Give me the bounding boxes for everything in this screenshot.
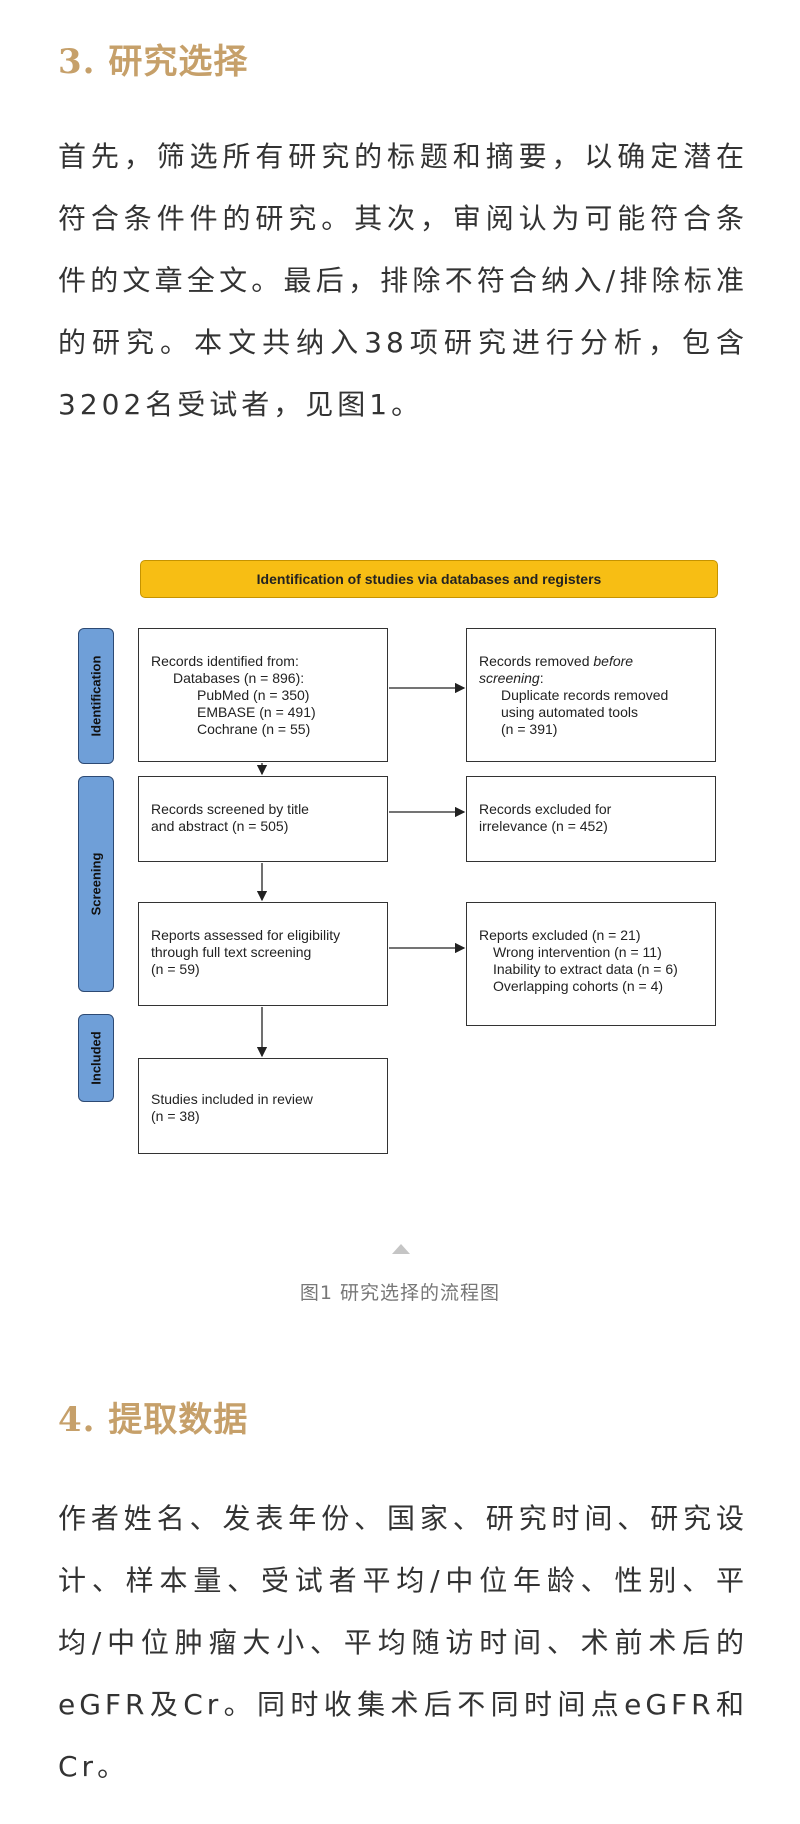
records-identified-line-3: PubMed (n = 350): [197, 687, 310, 703]
prisma-flowchart: Identification of studies via databases …: [0, 548, 800, 1188]
records-excluded-line-1: Records excluded for: [479, 801, 612, 817]
studies-included-box: Studies included in review (n = 38): [138, 1058, 388, 1154]
figure-caption: 图1 研究选择的流程图: [299, 1282, 501, 1304]
phase-identification: Identification: [78, 628, 114, 764]
flowchart-arrows: [256, 682, 466, 1058]
studies-included-line-1: Studies included in review: [151, 1091, 313, 1107]
section-3-paragraph: 首先，筛选所有研究的标题和摘要，以确定潜在符合条件件的研究。其次，审阅认为可能符…: [58, 140, 748, 421]
records-excluded-line-2: irrelevance (n = 452): [479, 818, 608, 834]
records-identified-box: Records identified from: Databases (n = …: [138, 628, 388, 762]
section-4-paragraph: 作者姓名、发表年份、国家、研究时间、研究设计、样本量、受试者平均/中位年龄、性别…: [58, 1502, 748, 1783]
records-screened-line-1: Records screened by title: [151, 801, 309, 817]
reports-excluded-line-2: Wrong intervention (n = 11): [493, 944, 662, 960]
records-removed-line-2: screening:: [479, 670, 544, 686]
records-screened-box: Records screened by title and abstract (…: [138, 776, 388, 862]
reports-assessed-line-2: through full text screening: [151, 944, 312, 960]
studies-included-line-2: (n = 38): [151, 1108, 200, 1124]
records-excluded-box: Records excluded for irrelevance (n = 45…: [466, 776, 716, 862]
records-removed-line-4: using automated tools: [501, 704, 638, 720]
phase-screening: Screening: [78, 776, 114, 992]
records-identified-line-5: Cochrane (n = 55): [197, 721, 311, 737]
section-3-title: 3. 研究选择: [58, 42, 249, 82]
records-removed-line-5: (n = 391): [501, 721, 558, 737]
records-identified-line-2: Databases (n = 896):: [173, 670, 305, 686]
records-removed-line-1: Records removed before: [479, 653, 634, 669]
caption-triangle-icon: [392, 1244, 410, 1254]
reports-excluded-line-1: Reports excluded (n = 21): [479, 927, 641, 943]
records-removed-line-3: Duplicate records removed: [501, 687, 669, 703]
reports-excluded-line-4: Overlapping cohorts (n = 4): [493, 978, 664, 994]
phase-included: Included: [78, 1014, 114, 1102]
records-removed-box: Records removed before screening: Duplic…: [466, 628, 716, 762]
section-4-title: 4. 提取数据: [58, 1400, 249, 1440]
flowchart-banner: Identification of studies via databases …: [140, 560, 718, 598]
reports-assessed-line-3: (n = 59): [151, 961, 200, 977]
reports-excluded-box: Reports excluded (n = 21) Wrong interven…: [466, 902, 716, 1026]
records-identified-line-4: EMBASE (n = 491): [197, 704, 316, 720]
records-identified-line-1: Records identified from:: [151, 653, 299, 669]
reports-excluded-line-3: Inability to extract data (n = 6): [493, 961, 678, 977]
reports-assessed-line-1: Reports assessed for eligibility: [151, 927, 341, 943]
reports-assessed-box: Reports assessed for eligibility through…: [138, 902, 388, 1006]
records-screened-line-2: and abstract (n = 505): [151, 818, 289, 834]
